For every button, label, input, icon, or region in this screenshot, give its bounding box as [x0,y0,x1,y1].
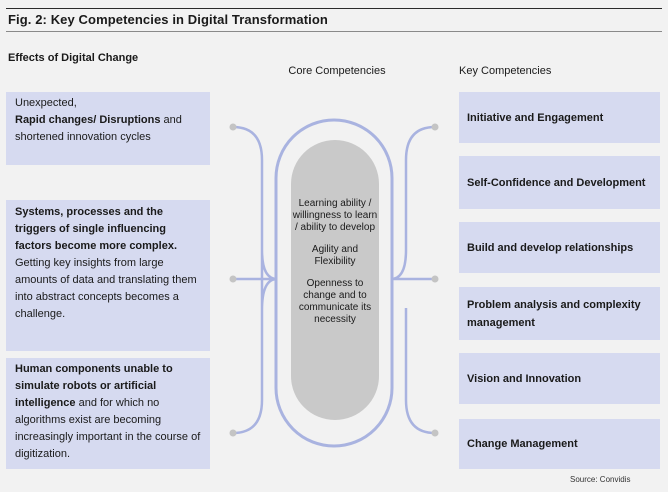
core-item: Agility and Flexibility [311,244,359,267]
connector-dot [229,429,237,437]
connector-dot [431,275,439,283]
key-competency-box: Initiative and Engagement [459,92,660,143]
connector-dot [431,429,439,437]
effect-box-complexity: Systems, processes and the triggers of s… [6,200,210,351]
column-heading-core: Core Competencies [288,65,386,77]
effect-bold-text: Rapid changes/ Disruptions [15,114,161,126]
connector-dot [431,123,439,131]
effect-text: and shortened innovation cycles [15,114,182,143]
effect-box-human-components: Human components unable to simulate robo… [6,358,210,469]
title-rule [6,31,662,32]
core-outline [274,118,394,448]
key-competency-label: Initiative and Engagement [467,111,604,124]
top-rule [6,8,662,9]
column-heading-effects: Effects of Digital Change [8,52,139,64]
connector-dot [229,123,237,131]
effect-bold-text: Systems, processes and the triggers of s… [15,206,178,252]
key-competency-box: Build and develop relationships [459,222,660,273]
effect-text: Getting key insights from large amounts … [15,257,197,320]
effect-box-disruptions: Unexpected, Rapid changes/ Disruptions a… [6,92,210,165]
key-competency-label: Self-Confidence and Development [467,176,646,189]
effect-text: and for which no algorithms exist are be… [15,397,201,460]
column-heading-key: Key Competencies [459,65,552,77]
key-competency-label: Change Management [467,438,578,450]
connector-dot [229,275,237,283]
left-bracket [232,125,278,435]
core-pill [291,140,379,420]
right-bracket [390,125,436,435]
key-competency-box: Self-Confidence and Development [459,156,660,209]
key-competency-box: Change Management [459,419,660,469]
key-competency-label: Build and develop relationships [467,241,634,254]
key-competency-box: Problem analysis and complexity manageme… [459,287,660,340]
core-item: Openness to change and to communicate it… [298,278,372,325]
key-competency-box: Vision and Innovation [459,353,660,404]
figure-title: Fig. 2: Key Competencies in Digital Tran… [8,12,328,27]
key-competency-label: Vision and Innovation [467,372,582,385]
key-competency-label: Problem analysis and complexity manageme… [467,298,641,329]
core-item: Learning ability / willingness to learn … [292,198,378,233]
effect-line: Unexpected, [15,97,77,109]
source-note: Source: Convidis [570,475,631,484]
core-competencies-list: Learning ability / willingness to learn … [291,198,379,336]
effect-bold-text: Human components unable to simulate robo… [15,363,173,409]
